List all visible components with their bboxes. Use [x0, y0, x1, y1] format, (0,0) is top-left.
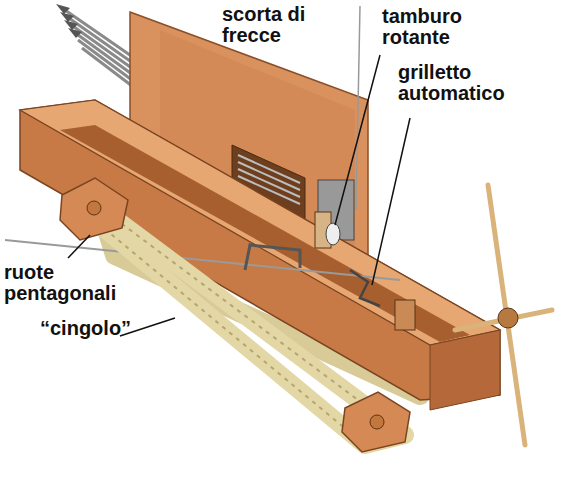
- auto-trigger: [350, 270, 380, 306]
- leader-lines: [68, 55, 410, 336]
- arrow-tips: [56, 4, 82, 38]
- crank-spokes: [455, 185, 552, 445]
- trough-top: [20, 100, 500, 345]
- trigger-lever: [245, 245, 300, 270]
- part-label: “cingolo”: [40, 318, 150, 339]
- crank-hub: [498, 308, 518, 328]
- trigger-block: [395, 300, 415, 330]
- pentagonal-wheel: [60, 178, 128, 240]
- wheel-hub: [370, 415, 384, 429]
- pentagonal-wheel: [342, 392, 410, 452]
- part-label: grilletto automatico: [398, 62, 518, 104]
- part-label: scorta di frecce: [222, 4, 314, 46]
- trough-end: [430, 330, 500, 410]
- wheel-hub: [87, 201, 101, 215]
- part-label: ruote pentagonali: [4, 262, 129, 304]
- drum-cord: [356, 6, 360, 210]
- rotating-drum: [326, 223, 340, 245]
- arrow-bundle: [62, 8, 140, 92]
- part-label: tamburo rotante: [382, 6, 477, 48]
